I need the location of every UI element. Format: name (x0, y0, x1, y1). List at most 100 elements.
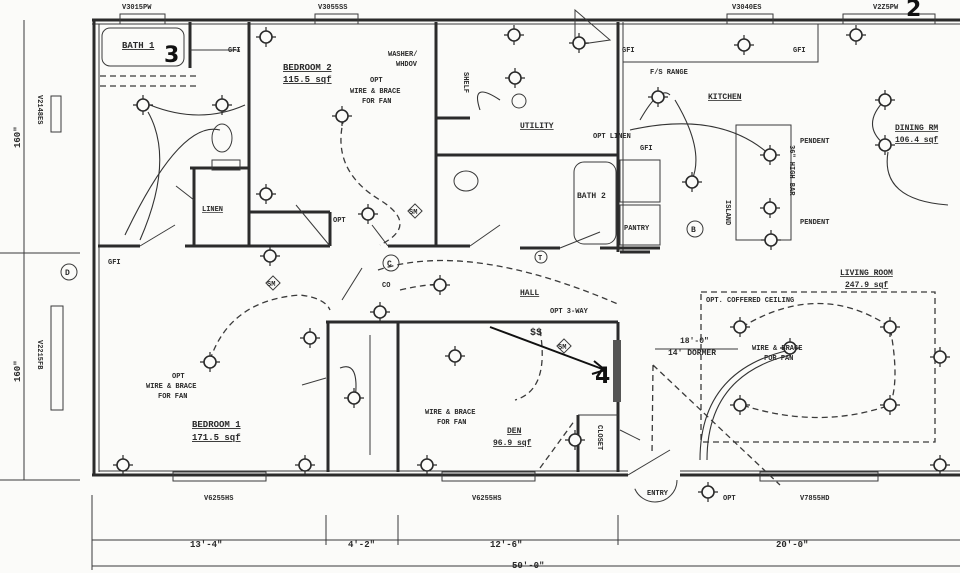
light-fixture-icon (370, 302, 390, 322)
light-fixture-icon (445, 346, 465, 366)
light-fixture-icon (569, 33, 589, 53)
room-label-linen: LINEN (202, 206, 223, 214)
light-fixture-icon (504, 25, 524, 45)
toilet-bath1 (211, 123, 233, 153)
window-bottom3 (759, 471, 879, 482)
note-wire-brace: WIRE & BRACE (425, 409, 475, 417)
light-fixture-icon (880, 317, 900, 337)
dormer-outline (651, 364, 781, 486)
room-label-bedroom2: BEDROOM 2 (283, 63, 332, 73)
note-pendent: PENDENT (800, 219, 829, 227)
co-detector-label: CO (382, 282, 390, 290)
exterior-walls (92, 18, 960, 477)
annotation-4: 4 (595, 364, 610, 389)
svg-text:SM: SM (558, 344, 566, 352)
svg-text:SM: SM (409, 209, 417, 217)
light-fixture-icon (430, 275, 450, 295)
note-pendent: PENDENT (800, 138, 829, 146)
room-area-den: 96.9 sqf (493, 439, 532, 448)
light-fixture-icon (682, 172, 702, 192)
note-dormer-dim: 18'-0" (680, 337, 709, 346)
marker-c: C (382, 254, 400, 272)
light-fixture-icon (256, 27, 276, 47)
light-fixture-icon (930, 347, 950, 367)
note-gfi: GFI (640, 145, 653, 153)
annotation-2: 2 (906, 0, 921, 22)
window-label: V2Z5PW (873, 4, 899, 12)
kitchen-island (735, 124, 792, 241)
windows (50, 13, 936, 482)
fridge-box (619, 159, 661, 203)
note-dormer: 14' DORMER (668, 349, 716, 358)
light-fixture-icon (875, 90, 895, 110)
window-label: V7855HD (800, 495, 829, 503)
note-for-fan: FOR FAN (764, 355, 793, 363)
window-label: V2148ES (35, 95, 43, 124)
dimension-label: 20'-0" (776, 540, 808, 550)
light-fixture-icon (760, 145, 780, 165)
dimension-label: 13'-4" (190, 540, 222, 550)
smoke-detector: SM (265, 275, 281, 291)
light-fixture-icon (698, 482, 718, 502)
room-label-pantry: PANTRY (624, 225, 650, 233)
window-top1 (119, 13, 166, 25)
marker-d: D (60, 263, 78, 281)
window-label: V6255HS (204, 495, 233, 503)
light-fixture-icon (260, 246, 280, 266)
interior-walls (98, 22, 660, 472)
dimension-label: 160" (13, 126, 23, 148)
window-left1 (50, 95, 62, 133)
note-gfi: GFI (108, 259, 121, 267)
room-label-bedroom1: BEDROOM 1 (192, 420, 241, 430)
coffered-ceiling-outline (700, 291, 936, 443)
note-high-bar: 36" HIGH BAR (787, 145, 795, 196)
window-label: V6255HS (472, 495, 501, 503)
light-fixture-icon (417, 455, 437, 475)
note-washer2: WHDOV (396, 61, 418, 69)
dimension-label: 4'-2" (348, 540, 375, 550)
note-for-fan: FOR FAN (362, 98, 391, 106)
window-bottom1 (172, 471, 267, 482)
room-label-hall: HALL (520, 289, 539, 298)
svg-text:SM: SM (267, 281, 275, 289)
note-wire-brace: WIRE & BRACE (350, 88, 400, 96)
marker-b: B (686, 220, 704, 238)
toilet-bath2 (453, 170, 479, 192)
note-wire-brace: WIRE & BRACE (146, 383, 196, 391)
note-shelf: SHELF (461, 72, 469, 93)
fireplace (613, 340, 621, 402)
switch-icon: $$ (530, 327, 542, 339)
light-fixture-icon (734, 35, 754, 55)
light-fixture-icon (133, 95, 153, 115)
note-entry: ENTRY (647, 490, 669, 498)
light-fixture-icon (300, 328, 320, 348)
bathtub-bath1 (101, 27, 185, 67)
room-area-dining: 106.4 sqf (895, 136, 938, 145)
dimension-label: 160" (13, 360, 23, 382)
window-label: V3040ES (732, 4, 761, 12)
dimension-label: 50'-0" (512, 561, 544, 571)
note-opt-linen: OPT LINEN (593, 133, 631, 141)
wiring (124, 91, 949, 503)
smoke-detector: SM (556, 338, 572, 354)
light-fixture-icon (200, 352, 220, 372)
toilet-tank (211, 159, 241, 171)
annotation-3: 3 (164, 43, 179, 68)
room-label-kitchen: KITCHEN (708, 93, 742, 102)
light-fixture-icon (730, 395, 750, 415)
note-for-fan: FOR FAN (158, 393, 187, 401)
light-fixture-icon (880, 395, 900, 415)
light-fixture-icon (212, 95, 232, 115)
note-coffered-ceiling: OPT. COFFERED CEILING (706, 297, 794, 305)
room-label-bath1: BATH 1 (122, 41, 155, 51)
note-for-fan: FOR FAN (437, 419, 466, 427)
room-label-den: DEN (507, 427, 522, 436)
light-fixture-icon (358, 204, 378, 224)
light-fixture-icon (256, 184, 276, 204)
room-label-utility: UTILITY (520, 122, 554, 131)
dimension-label: 12'-6" (490, 540, 522, 550)
note-3-way: OPT 3-WAY (550, 308, 589, 316)
room-label-island: ISLAND (723, 200, 731, 225)
window-label: V3015PW (122, 4, 152, 12)
